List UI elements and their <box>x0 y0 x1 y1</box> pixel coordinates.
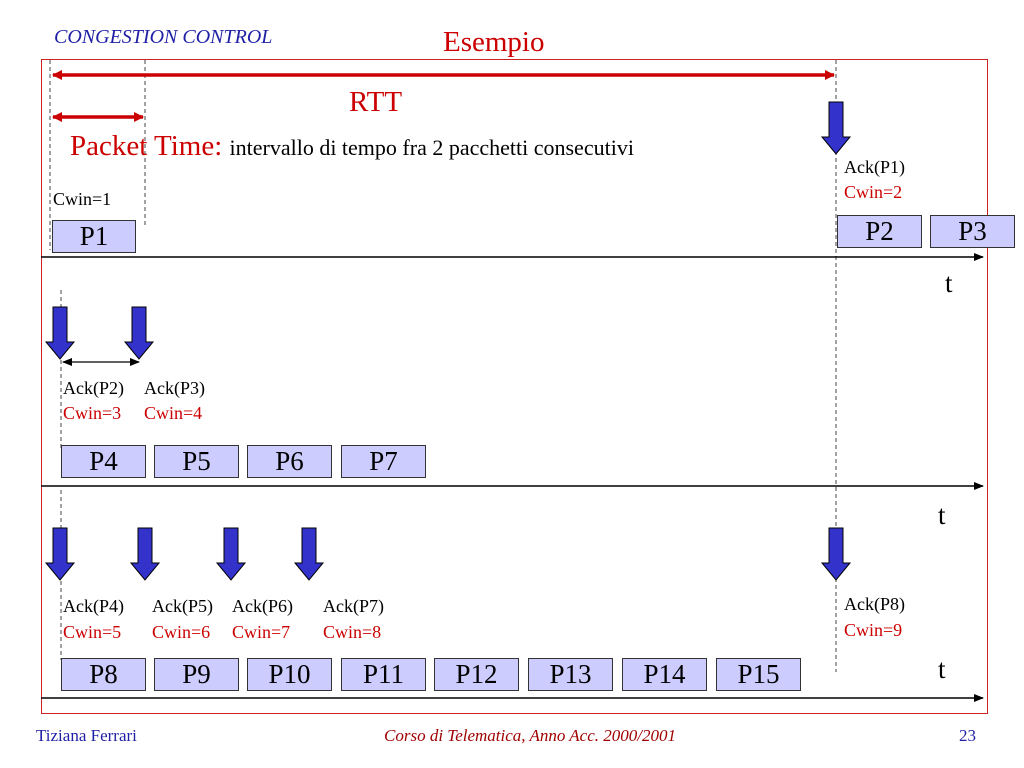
time-axis-label: t <box>938 500 946 530</box>
ack-label: Ack(P5) <box>152 596 213 616</box>
time-axis-label: t <box>938 654 946 684</box>
cwin-label: Cwin=3 <box>63 403 122 423</box>
packet-box: P1 <box>52 220 136 253</box>
ack-arrow-icon <box>293 527 325 581</box>
ack-arrow-icon <box>820 527 852 581</box>
packet-box: P12 <box>434 658 519 691</box>
packet-box: P3 <box>930 215 1015 248</box>
cwin-label: Cwin=6 <box>152 622 211 642</box>
ack-arrow-icon <box>129 527 161 581</box>
cwin-label: Cwin=2 <box>844 182 903 202</box>
footer-course: Corso di Telematica, Anno Acc. 2000/2001 <box>384 726 676 745</box>
packet-box: P15 <box>716 658 801 691</box>
slide-frame <box>41 59 988 714</box>
packet-box: P10 <box>247 658 332 691</box>
cwin-label: Cwin=8 <box>323 622 382 642</box>
ack-label: Ack(P6) <box>232 596 293 616</box>
packet-time-description: intervallo di tempo fra 2 pacchetti cons… <box>229 135 634 160</box>
footer-author: Tiziana Ferrari <box>36 726 137 745</box>
packet-box: P14 <box>622 658 707 691</box>
cwin-label: Cwin=4 <box>144 403 203 423</box>
packet-box: P13 <box>528 658 613 691</box>
packet-box: P5 <box>154 445 239 478</box>
time-axis-label: t <box>945 268 953 298</box>
ack-arrow-icon <box>44 527 76 581</box>
ack-arrow-icon <box>44 306 76 360</box>
packet-time-title: Packet Time: <box>70 130 223 162</box>
ack-label: Ack(P4) <box>63 596 124 616</box>
ack-label: Ack(P1) <box>844 157 905 177</box>
packet-box: P2 <box>837 215 922 248</box>
ack-arrow-icon <box>215 527 247 581</box>
packet-time-label: Packet Time: intervallo di tempo fra 2 p… <box>70 130 634 163</box>
ack-label: Ack(P7) <box>323 596 384 616</box>
packet-box: P9 <box>154 658 239 691</box>
page-number: 23 <box>959 726 976 745</box>
cwin-label: Cwin=5 <box>63 622 122 642</box>
packet-box: P11 <box>341 658 426 691</box>
ack-arrow-icon <box>820 101 852 155</box>
cwin-initial: Cwin=1 <box>53 189 112 209</box>
cwin-label: Cwin=7 <box>232 622 291 642</box>
packet-box: P7 <box>341 445 426 478</box>
ack-label: Ack(P8) <box>844 594 905 614</box>
ack-label: Ack(P3) <box>144 378 205 398</box>
rtt-label: RTT <box>349 86 403 118</box>
packet-box: P6 <box>247 445 332 478</box>
ack-label: Ack(P2) <box>63 378 124 398</box>
packet-box: P8 <box>61 658 146 691</box>
section-title: CONGESTION CONTROL <box>54 26 273 48</box>
packet-box: P4 <box>61 445 146 478</box>
cwin-label: Cwin=9 <box>844 620 903 640</box>
slide-title: Esempio <box>443 26 545 58</box>
ack-arrow-icon <box>123 306 155 360</box>
